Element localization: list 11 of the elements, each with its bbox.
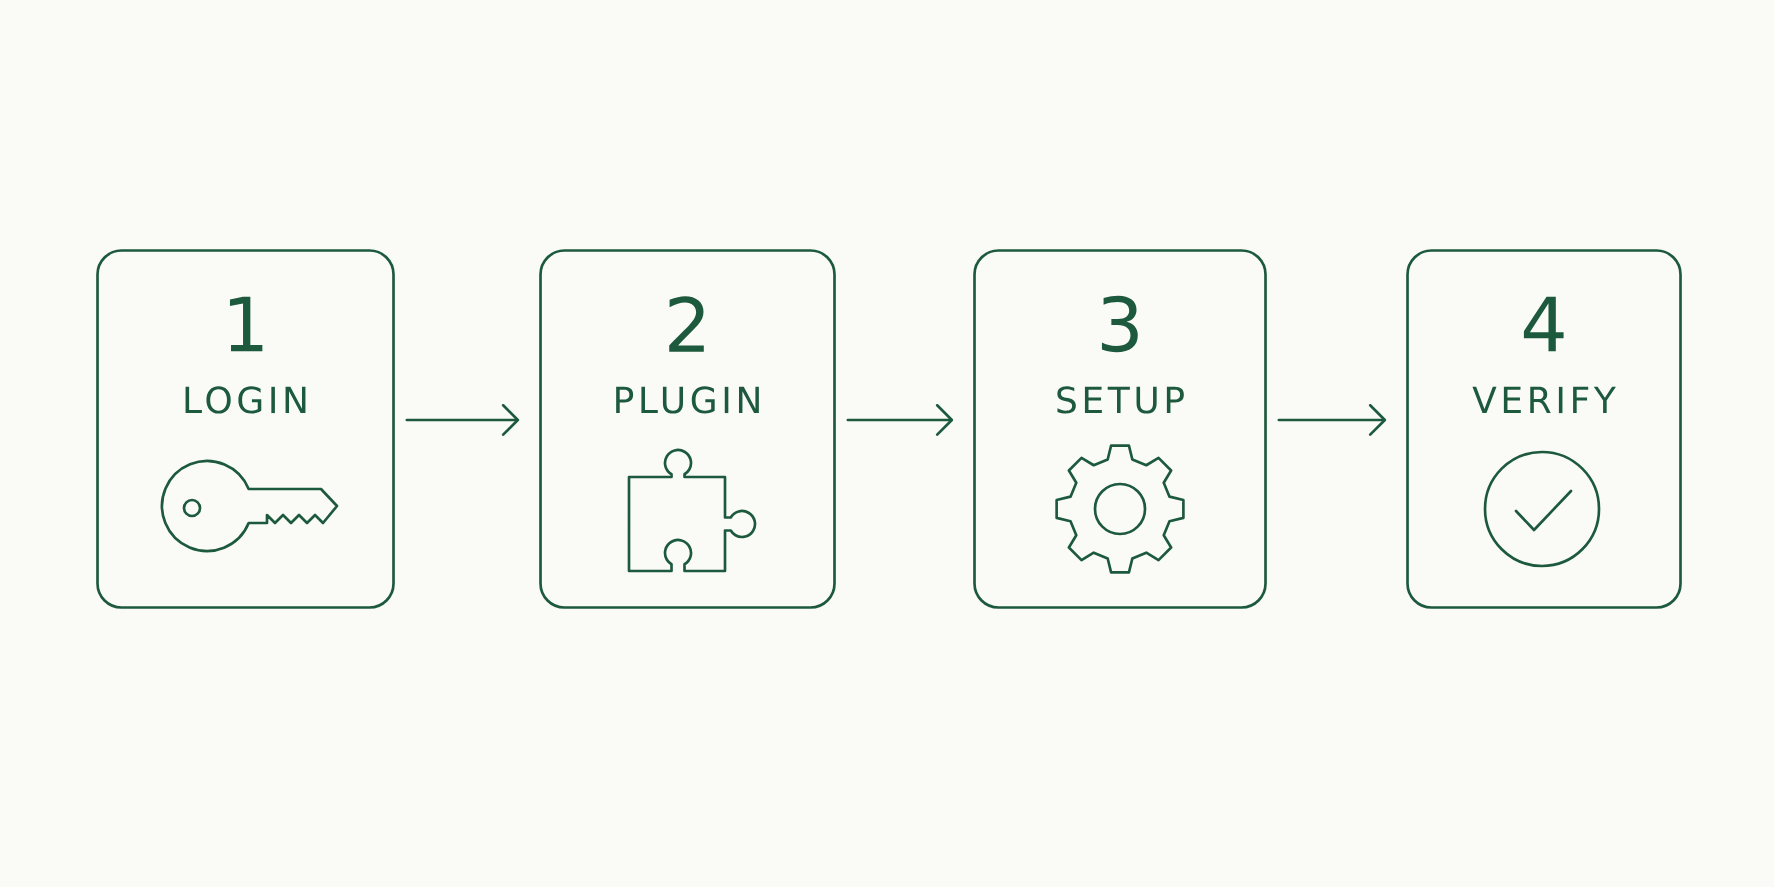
step-label: VERIFY	[1472, 386, 1616, 414]
arrow	[1277, 404, 1387, 436]
step-label: PLUGIN	[616, 386, 759, 414]
step-label: LOGIN	[185, 386, 306, 414]
step-number: 3	[1101, 295, 1138, 353]
arrow	[405, 404, 520, 436]
step-number: 4	[1523, 296, 1564, 352]
arrow	[846, 404, 954, 436]
step-label: SETUP	[1057, 386, 1184, 414]
step-number: 1	[229, 296, 263, 352]
step-number: 2	[669, 296, 704, 352]
